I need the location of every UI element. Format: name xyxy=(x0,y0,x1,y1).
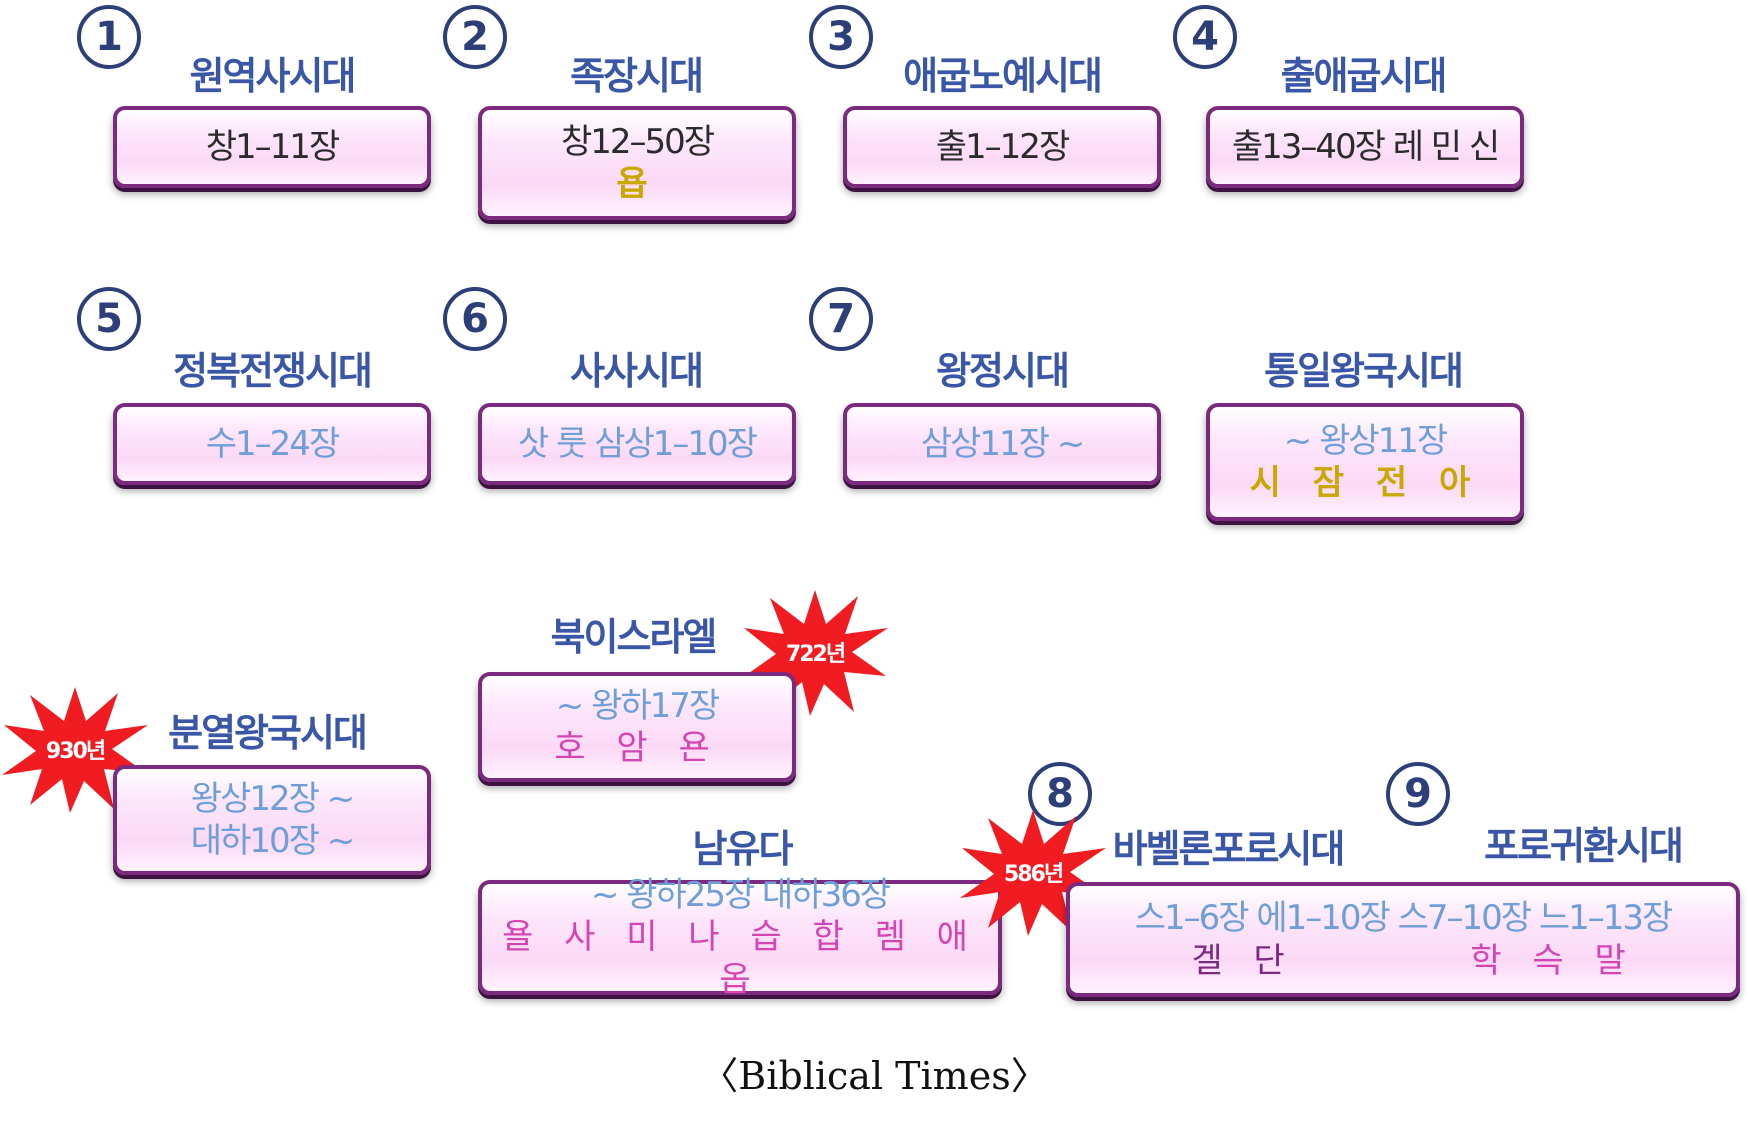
number-badge-9: 9 xyxy=(1386,762,1450,826)
period-box-divided-kingdom: 왕상12장 ~ 대하10장 ~ xyxy=(113,765,431,875)
number-badge-6: 6 xyxy=(443,287,507,351)
book-list-exile: 겔 단 xyxy=(1191,940,1295,981)
figure-caption: 〈Biblical Times〉 xyxy=(700,1054,1049,1098)
book-list: 욜 사 미 나 습 합 렘 애 옵 xyxy=(502,917,978,1000)
number-badge-3: 3 xyxy=(809,5,873,69)
burst-shape xyxy=(960,810,1106,936)
number-badge-4: 4 xyxy=(1173,5,1237,69)
burst-label: 586년 xyxy=(1004,862,1063,887)
scripture-range: 왕상12장 ~ xyxy=(190,778,355,819)
period-box-primeval: 창1–11장 xyxy=(113,106,431,188)
period-title-united-kingdom: 통일왕국시대 xyxy=(1264,349,1464,393)
number-badge-2: 2 xyxy=(443,5,507,69)
scripture-range-2: 대하10장 ~ xyxy=(190,821,355,861)
period-box-judges: 삿 룻 삼상1–10장 xyxy=(478,403,796,485)
period-title-divided-kingdom: 분열왕국시대 xyxy=(168,711,368,755)
period-title-judges: 사사시대 xyxy=(570,349,704,393)
book-list: 호 암 욘 xyxy=(554,728,720,768)
scripture-range: ~ 왕하17장 xyxy=(555,685,720,726)
book-list-row: 겔 단 학 슥 말 xyxy=(1093,940,1713,983)
date-burst-586: 586년 xyxy=(960,810,1106,936)
period-box-south-judah: ~ 왕하25장 대하36장 욜 사 미 나 습 합 렘 애 옵 xyxy=(478,875,1002,1000)
number-badge-1: 1 xyxy=(77,5,141,69)
period-box-conquest: 수1–24장 xyxy=(113,403,431,485)
scripture-range: 수1–24장 xyxy=(205,423,340,464)
period-box-patriarchs: 창12–50장 욥 xyxy=(478,106,796,220)
period-title-north-israel: 북이스라엘 xyxy=(550,615,718,659)
period-title-egypt-slavery: 애굽노예시대 xyxy=(903,54,1103,98)
period-title-south-judah: 남유다 xyxy=(692,827,794,871)
scripture-range: 창1–11장 xyxy=(205,126,340,167)
period-box-north-israel: ~ 왕하17장 호 암 욘 xyxy=(478,672,796,782)
date-burst-930: 930년 xyxy=(2,687,148,813)
period-title-return-from-exile: 포로귀환시대 xyxy=(1484,824,1684,868)
scripture-range: 창12–50장 xyxy=(560,121,715,162)
book-list-return: 학 슥 말 xyxy=(1470,940,1636,981)
scripture-range: 스1–6장 에1–10장 스7–10장 느1–13장 xyxy=(1134,898,1674,938)
period-title-conquest: 정복전쟁시대 xyxy=(173,349,373,393)
scripture-range: 삼상11장 ~ xyxy=(920,423,1085,464)
scripture-range: ~ 왕상11장 xyxy=(1283,420,1448,461)
book-list: 시 잠 전 아 xyxy=(1249,463,1481,503)
book-list: 욥 xyxy=(616,164,658,204)
period-title-patriarchs: 족장시대 xyxy=(570,54,704,98)
period-title-monarchy: 왕정시대 xyxy=(936,349,1070,393)
period-box-egypt-slavery: 출1–12장 xyxy=(843,106,1161,188)
period-box-united-kingdom: ~ 왕상11장 시 잠 전 아 xyxy=(1206,403,1524,521)
period-title-exodus: 출애굽시대 xyxy=(1280,54,1448,98)
period-box-exodus: 출13–40장 레 민 신 xyxy=(1206,106,1524,188)
number-badge-5: 5 xyxy=(77,287,141,351)
period-box-exile-and-return: 스1–6장 에1–10장 스7–10장 느1–13장 겔 단 학 슥 말 xyxy=(1066,882,1740,997)
burst-shape xyxy=(2,687,148,813)
number-badge-8: 8 xyxy=(1028,762,1092,826)
burst-label: 930년 xyxy=(46,739,105,764)
number-badge-7: 7 xyxy=(809,287,873,351)
period-title-primeval: 원역사시대 xyxy=(189,54,357,98)
scripture-range: 삿 룻 삼상1–10장 xyxy=(518,423,758,464)
scripture-range: 출13–40장 레 민 신 xyxy=(1231,126,1500,167)
period-title-babylonian-exile: 바벨론포로시대 xyxy=(1112,827,1346,871)
period-box-monarchy: 삼상11장 ~ xyxy=(843,403,1161,485)
burst-label: 722년 xyxy=(786,642,845,667)
scripture-range: 출1–12장 xyxy=(935,126,1070,167)
scripture-range: ~ 왕하25장 대하36장 xyxy=(590,874,891,915)
